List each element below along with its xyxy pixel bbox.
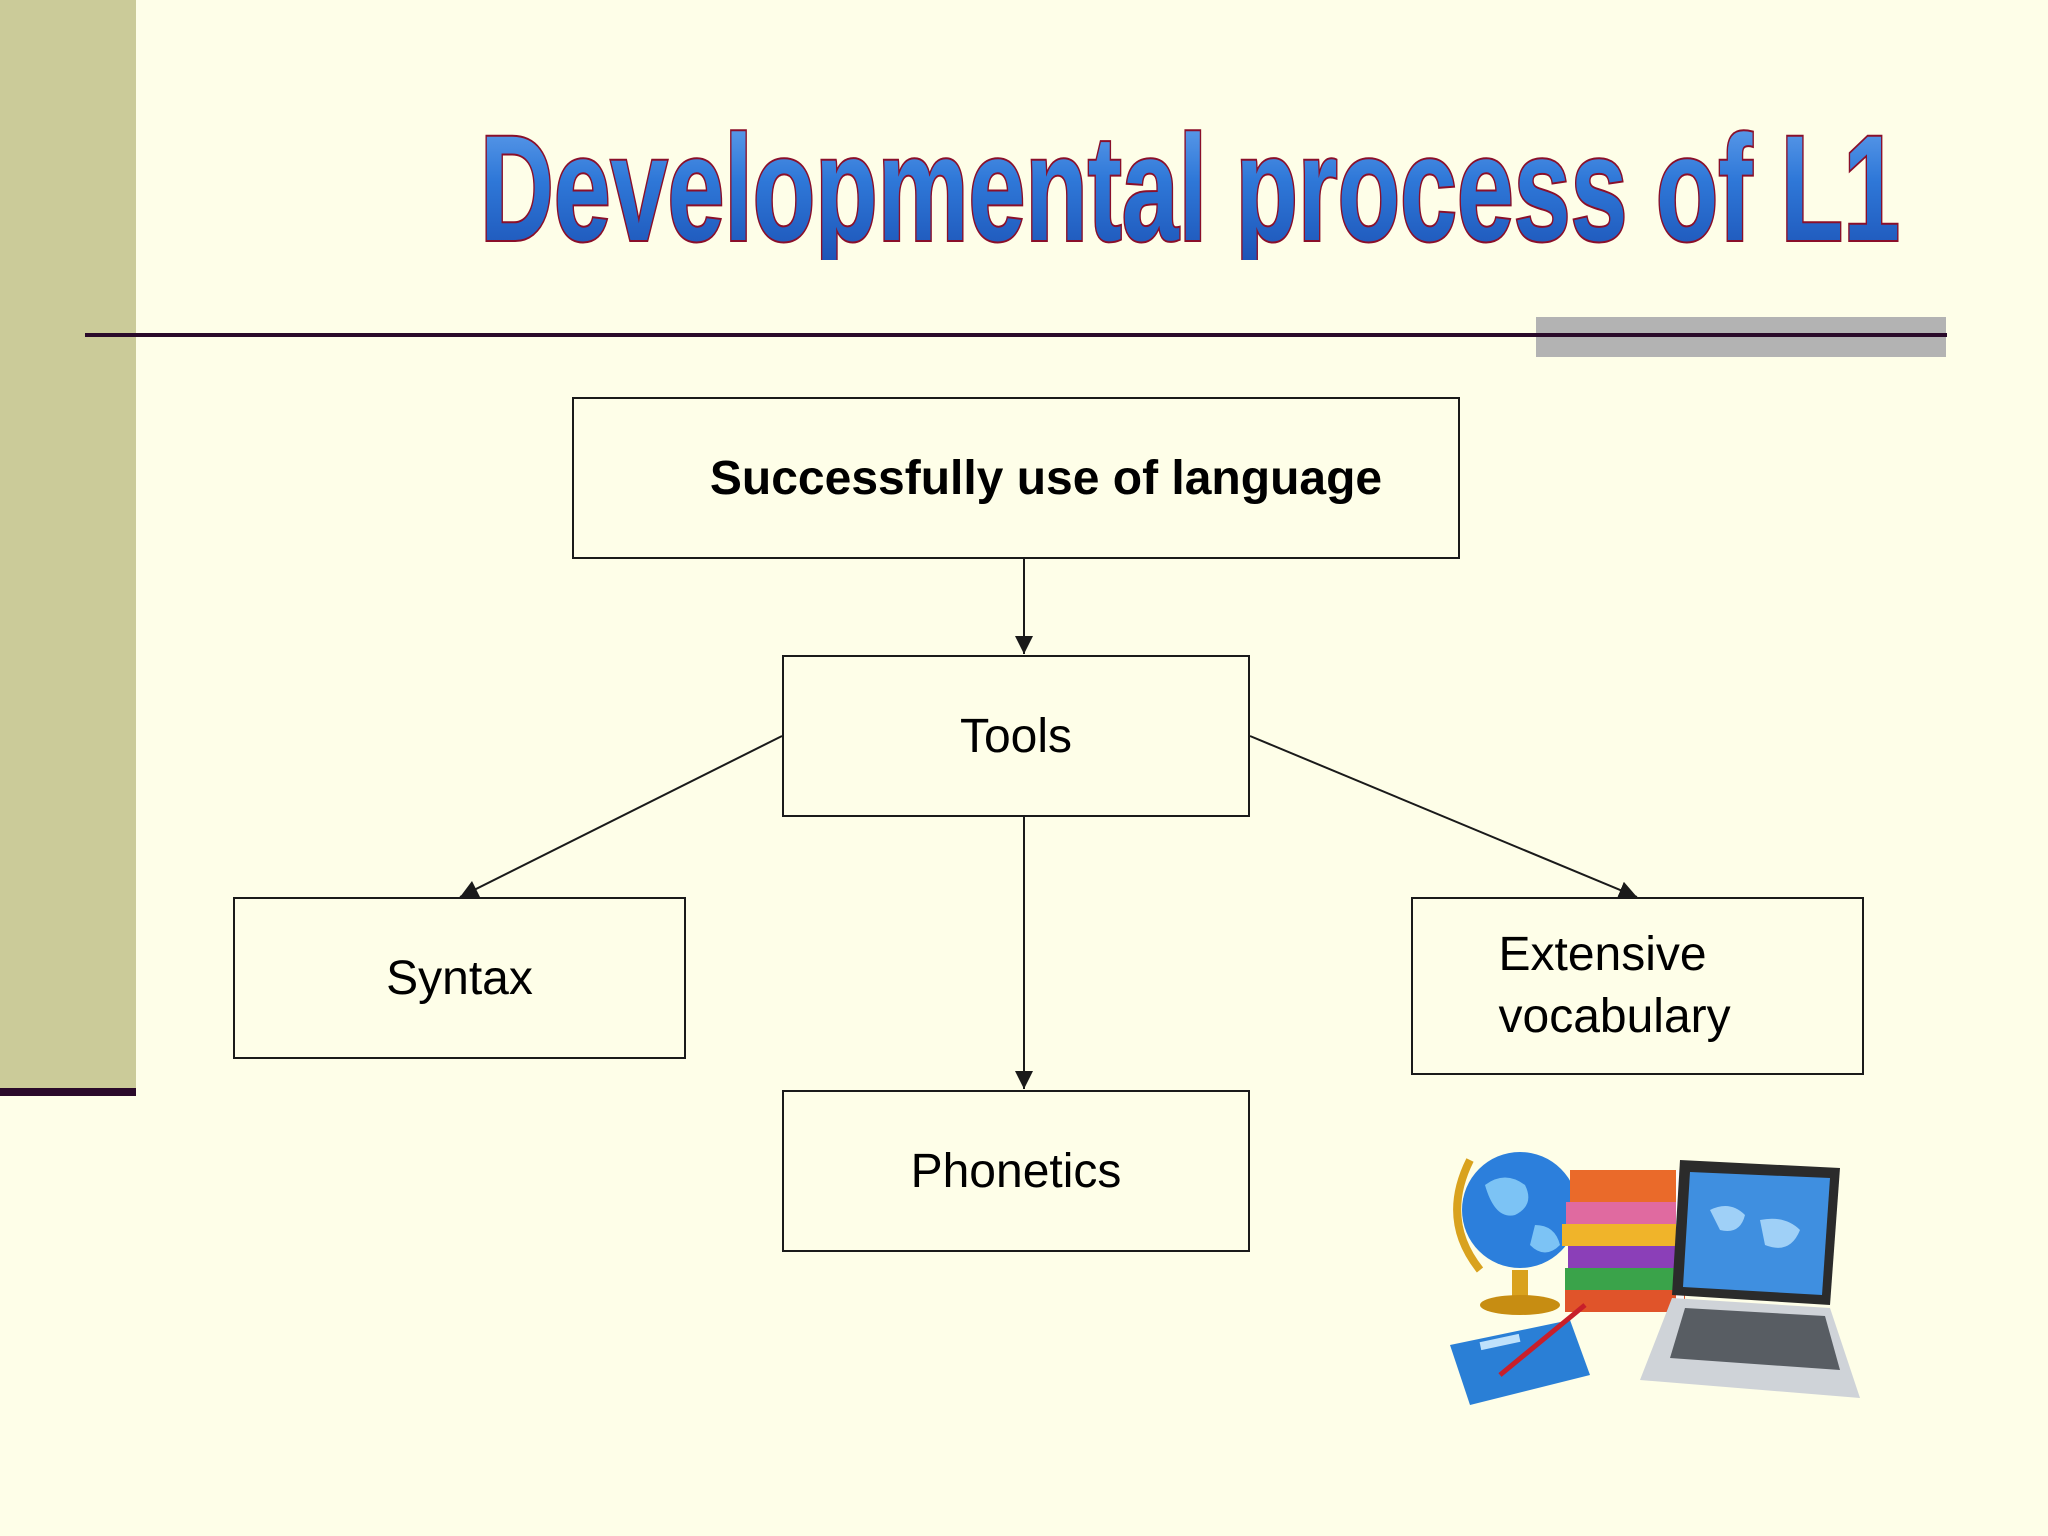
- node-extensive-vocabulary: Extensive vocabulary: [1411, 897, 1864, 1075]
- node-tools-label: Tools: [959, 709, 1073, 763]
- title-rule-accent: [1536, 317, 1946, 357]
- slide-title: Developmental process of L1: [478, 102, 1902, 260]
- node-successful-use: Successfully use of language: [572, 397, 1460, 559]
- sidebar-rule: [0, 1088, 136, 1096]
- edge-tools-syntax: [459, 735, 783, 898]
- title-rule: [85, 333, 1947, 337]
- education-clipart-icon: [1450, 1152, 1860, 1405]
- node-vocab-label: Extensive vocabulary: [1498, 928, 1731, 1043]
- slide-title-text: Developmental process of L1: [480, 104, 1900, 260]
- node-syntax: Syntax: [233, 897, 686, 1059]
- globe-icon: [1453, 1152, 1578, 1315]
- node-syntax-label: Syntax: [386, 951, 533, 1005]
- node-tools: Tools: [782, 655, 1250, 817]
- node-successful-use-label: Successfully use of language: [709, 451, 1383, 505]
- title-rule-overlay: [1536, 333, 1946, 337]
- notebook-icon: [1450, 1303, 1590, 1405]
- sidebar-accent: [0, 0, 136, 1088]
- laptop-icon: [1640, 1160, 1860, 1398]
- node-phonetics: Phonetics: [782, 1090, 1250, 1252]
- node-phonetics-label: Phonetics: [910, 1144, 1122, 1198]
- edge-tools-vocab: [1249, 735, 1638, 899]
- books-icon: [1562, 1170, 1685, 1312]
